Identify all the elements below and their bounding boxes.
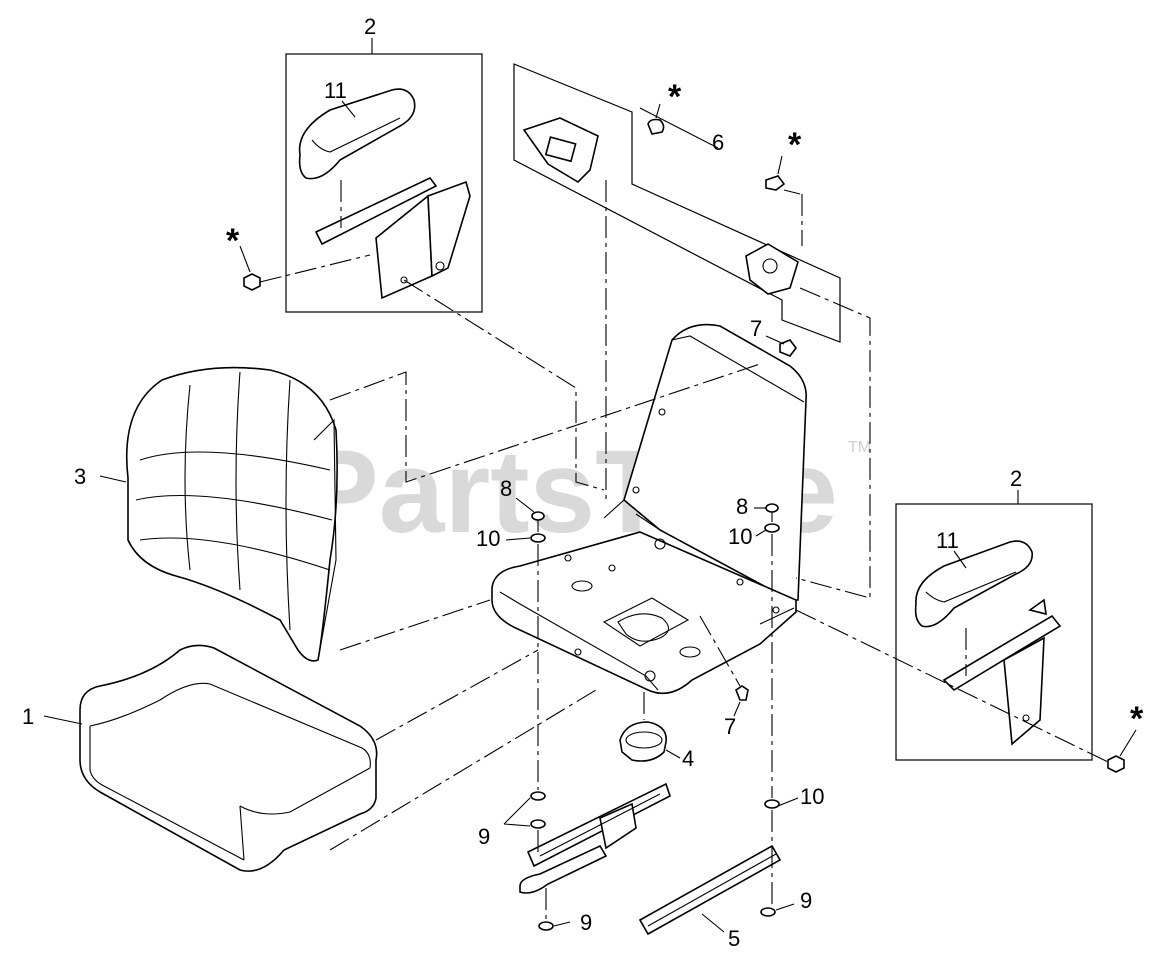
seat-cushion (43, 644, 378, 872)
seat-pan (491, 323, 807, 695)
callout-8-left: 8 (500, 476, 512, 501)
armrest-kit-left (285, 38, 483, 313)
armrest-bracket-right (942, 614, 1062, 692)
callout-6: 6 (712, 130, 724, 155)
callout-9-left: 9 (478, 824, 490, 849)
slide-rail-left (519, 782, 671, 894)
hardware-nut-right (1107, 729, 1137, 773)
armrest-kit-right (895, 490, 1093, 761)
hardware-nut-left (239, 245, 371, 291)
switch-plug-a (647, 118, 665, 135)
callout-5: 5 (728, 926, 740, 951)
callout-11-right: 11 (936, 528, 959, 553)
callout-7-top: 7 (750, 316, 762, 341)
callout-star-left: * (226, 222, 240, 260)
armrest-pad-left (298, 88, 416, 180)
callout-star-right: * (1130, 700, 1144, 738)
armrest-pad-right (914, 540, 1033, 628)
callout-10-right-top: 10 (728, 524, 752, 549)
callout-2-right: 2 (1010, 466, 1022, 491)
callout-2-left: 2 (364, 14, 376, 39)
watermark-trademark: TM (848, 439, 871, 456)
assembly-lines (329, 180, 1109, 920)
callout-9-left-bottom: 9 (580, 910, 592, 935)
callout-8-right: 8 (736, 494, 748, 519)
slide-rail-right (638, 844, 782, 936)
callout-9-right-bottom: 9 (800, 888, 812, 913)
hardware-small-parts (503, 335, 799, 931)
callout-7-bottom: 7 (724, 714, 736, 739)
callout-10-left: 10 (476, 526, 500, 551)
callout-10-right-bottom: 10 (800, 784, 824, 809)
callout-11-left: 11 (324, 78, 347, 103)
switch-harness-connector (745, 243, 799, 295)
callout-1: 1 (22, 704, 34, 729)
seat-switch-kit (513, 63, 841, 343)
swivel-plate (619, 721, 681, 762)
callout-star-switch-a: * (668, 78, 682, 116)
seat-back (99, 366, 338, 662)
callout-3: 3 (74, 464, 86, 489)
armrest-bracket-left (314, 176, 438, 246)
callout-4: 4 (682, 746, 694, 771)
switch-plug-b (765, 175, 786, 191)
callout-star-switch-b: * (788, 126, 802, 164)
